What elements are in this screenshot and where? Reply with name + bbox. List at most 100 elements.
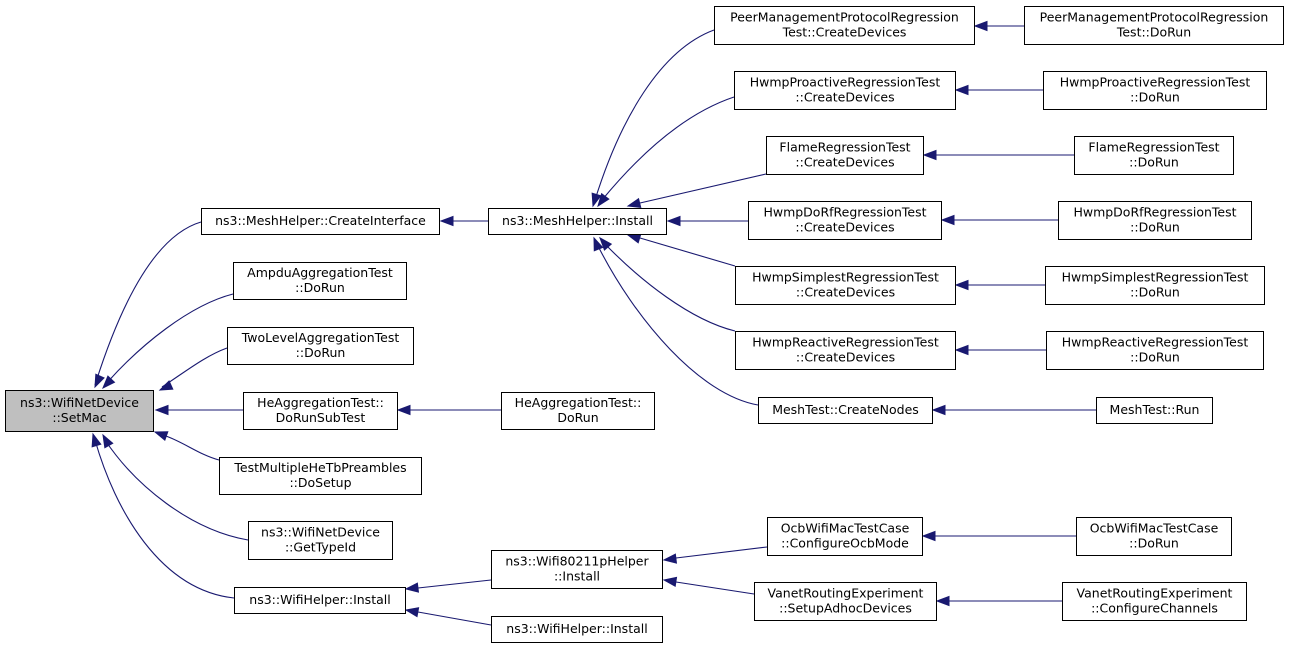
node-twolevel[interactable]: TwoLevelAggregationTest::DoRun	[227, 327, 414, 365]
node-ocb_com[interactable]: OcbWifiMacTestCase::ConfigureOcbMode	[767, 517, 923, 556]
node-hwmpdorf_run[interactable]: HwmpDoRfRegressionTest::DoRun	[1058, 201, 1252, 240]
node-hwmpp_cd[interactable]: HwmpProactiveRegressionTest::CreateDevic…	[734, 71, 956, 110]
node-label-line: Test::CreateDevices	[782, 25, 907, 40]
edge-ocb_run-to-ocb_com	[921, 530, 1076, 542]
node-box[interactable]	[233, 262, 407, 300]
edge-hwmpp_run-to-hwmpp_cd	[954, 84, 1043, 96]
edge-line	[639, 237, 736, 267]
arrow-head-icon	[439, 215, 454, 227]
node-box[interactable]	[767, 517, 923, 556]
node-box[interactable]	[219, 457, 422, 495]
edge-wifi80211p-to-wifihelper_install	[404, 579, 492, 593]
node-box[interactable]	[248, 521, 393, 560]
node-label-line: ::CreateDevices	[796, 285, 895, 300]
node-box[interactable]	[766, 136, 924, 175]
edge-line	[417, 611, 492, 626]
edge-line	[675, 581, 755, 595]
node-pmp_run[interactable]: PeerManagementProtocolRegressionTest::Do…	[1024, 6, 1284, 45]
node-box[interactable]	[734, 71, 956, 110]
edge-line	[596, 243, 759, 406]
edge-hwmpr_cd-to-mesh_install	[599, 236, 736, 332]
edge-wifihelper_install2-to-wifihelper_install	[404, 607, 492, 626]
arrow-head-icon	[662, 553, 678, 564]
node-flame_cd[interactable]: FlameRegressionTest::CreateDevices	[766, 136, 924, 175]
node-box[interactable]	[748, 201, 942, 240]
node-label-line: HeAggregationTest::	[257, 395, 384, 410]
arrow-head-icon	[940, 214, 955, 226]
edge-heagg_run-to-heagg_sub	[396, 404, 501, 416]
node-box[interactable]	[1043, 71, 1267, 110]
arrow-head-icon	[593, 236, 604, 252]
node-box[interactable]	[735, 331, 956, 370]
node-label-line: HwmpReactiveRegressionTest	[752, 335, 939, 350]
node-hwmpr_cd[interactable]: HwmpReactiveRegressionTest::CreateDevice…	[735, 331, 956, 370]
node-box[interactable]	[758, 397, 933, 424]
node-pmp_cd[interactable]: PeerManagementProtocolRegressionTest::Cr…	[714, 6, 975, 45]
node-ocb_run[interactable]: OcbWifiMacTestCase::DoRun	[1076, 517, 1232, 556]
node-box[interactable]	[754, 582, 937, 621]
node-hwmps_run[interactable]: HwmpSimplestRegressionTest::DoRun	[1045, 266, 1265, 305]
node-box[interactable]	[488, 208, 667, 235]
node-box[interactable]	[491, 550, 663, 589]
node-box[interactable]	[5, 390, 154, 432]
node-root[interactable]: ns3::WifiNetDevice::SetMac	[5, 390, 154, 432]
node-box[interactable]	[1076, 517, 1232, 556]
node-meshtest_cn[interactable]: MeshTest::CreateNodes	[758, 397, 933, 424]
node-box[interactable]	[1074, 136, 1234, 175]
edge-hwmpdorf_run-to-hwmpdorf_cd	[940, 214, 1058, 226]
arrow-head-icon	[102, 375, 116, 390]
edge-ocb_com-to-wifi80211p	[662, 546, 768, 564]
node-box[interactable]	[227, 327, 414, 365]
node-hwmpp_run[interactable]: HwmpProactiveRegressionTest::DoRun	[1043, 71, 1267, 110]
node-wifi80211p[interactable]: ns3::Wifi80211pHelper::Install	[491, 550, 663, 589]
node-box[interactable]	[714, 6, 975, 45]
node-gettypeid[interactable]: ns3::WifiNetDevice::GetTypeId	[248, 521, 393, 560]
node-box[interactable]	[234, 587, 406, 614]
node-box[interactable]	[1045, 266, 1265, 305]
node-label-line: Test::DoRun	[1116, 25, 1191, 40]
node-box[interactable]	[1058, 201, 1252, 240]
node-vanet_cc[interactable]: VanetRoutingExperiment::ConfigureChannel…	[1062, 582, 1247, 621]
node-label-line: ns3::WifiNetDevice	[20, 395, 139, 410]
node-label-line: ns3::MeshHelper::Install	[502, 213, 653, 228]
node-hwmps_cd[interactable]: HwmpSimplestRegressionTest::CreateDevice…	[735, 266, 956, 305]
edge-wifihelper_install-to-root	[91, 432, 235, 599]
node-box[interactable]	[491, 616, 663, 643]
node-label-line: HwmpSimplestRegressionTest	[1062, 270, 1249, 285]
arrow-head-icon	[954, 84, 969, 96]
node-vanet_sad[interactable]: VanetRoutingExperiment::SetupAdhocDevice…	[754, 582, 937, 621]
node-heagg_run[interactable]: HeAggregationTest::DoRun	[501, 392, 655, 430]
node-box[interactable]	[1096, 397, 1213, 424]
node-mesh_ci[interactable]: ns3::MeshHelper::CreateInterface	[201, 208, 440, 235]
node-box[interactable]	[201, 208, 440, 235]
node-box[interactable]	[1062, 582, 1247, 621]
node-label-line: HwmpProactiveRegressionTest	[750, 75, 941, 90]
node-hwmpr_run[interactable]: HwmpReactiveRegressionTest::DoRun	[1046, 331, 1264, 370]
node-box[interactable]	[243, 392, 398, 430]
node-label-line: PeerManagementProtocolRegression	[730, 10, 959, 25]
node-label-line: ::CreateDevices	[795, 90, 894, 105]
node-ampdu[interactable]: AmpduAggregationTest::DoRun	[233, 262, 407, 300]
arrow-head-icon	[954, 279, 969, 291]
node-heagg_sub[interactable]: HeAggregationTest::DoRunSubTest	[243, 392, 398, 430]
edge-meshtest_cn-to-mesh_install	[593, 236, 759, 406]
arrow-head-icon	[102, 433, 114, 449]
node-mesh_install[interactable]: ns3::MeshHelper::Install	[488, 208, 667, 235]
node-meshtest_run[interactable]: MeshTest::Run	[1096, 397, 1213, 424]
node-wifihelper_install2[interactable]: ns3::WifiHelper::Install	[491, 616, 663, 643]
node-label-line: HeAggregationTest::	[515, 395, 642, 410]
node-flame_run[interactable]: FlameRegressionTest::DoRun	[1074, 136, 1234, 175]
node-box[interactable]	[501, 392, 655, 430]
node-multihe[interactable]: TestMultipleHeTbPreambles::DoSetup	[219, 457, 422, 495]
arrow-head-icon	[91, 432, 102, 448]
node-box[interactable]	[1046, 331, 1264, 370]
arrow-head-icon	[954, 344, 969, 356]
node-label-line: DoRunSubTest	[276, 410, 366, 425]
arrow-head-icon	[153, 431, 169, 442]
node-box[interactable]	[735, 266, 956, 305]
node-hwmpdorf_cd[interactable]: HwmpDoRfRegressionTest::CreateDevices	[748, 201, 942, 240]
node-box[interactable]	[1024, 6, 1284, 45]
node-wifihelper_install[interactable]: ns3::WifiHelper::Install	[234, 587, 406, 614]
edge-pmp_run-to-pmp_cd	[973, 20, 1024, 32]
node-label-line: OcbWifiMacTestCase	[781, 521, 910, 536]
